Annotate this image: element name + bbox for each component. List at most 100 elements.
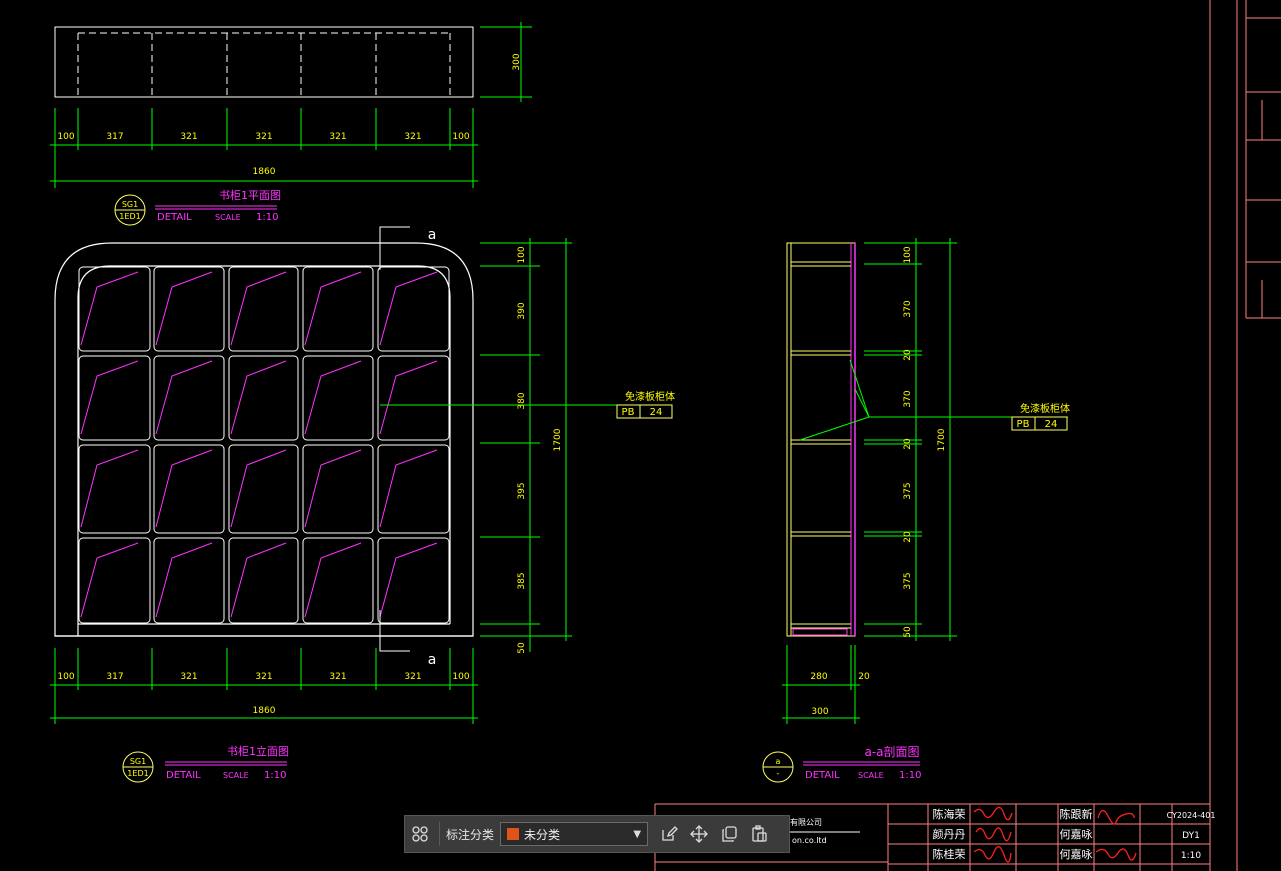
- shelf-compartment: [302, 444, 374, 534]
- elev-vdim-5: 385: [517, 572, 527, 589]
- tb-name2-1: 陈跟新: [1060, 807, 1093, 821]
- sect-tag-top: a: [776, 757, 781, 766]
- plan-title: 书柜1平面图: [219, 189, 281, 202]
- shelf-compartment: [377, 355, 450, 441]
- elev-dim-7: 100: [452, 672, 469, 682]
- sect-callout-num: 24: [1045, 419, 1058, 430]
- plan-detail: DETAIL: [157, 212, 192, 223]
- plan-scale: SCALE: [215, 213, 241, 222]
- shelf-compartment: [228, 444, 299, 534]
- elev-callout-code: PB: [622, 407, 635, 418]
- tb-name-3: 陈桂荣: [933, 847, 966, 861]
- elev-vdim-6: 50: [517, 642, 527, 654]
- title-block: 有限公司 on.co.ltd 陈海荣 颜丹丹 陈桂荣 陈跟新 何嘉咏 何嘉咏 C…: [654, 803, 1215, 871]
- move-button[interactable]: [684, 819, 714, 849]
- elev-dim-3: 321: [180, 672, 197, 682]
- sect-detail: DETAIL: [805, 770, 840, 781]
- elev-vdim-3: 380: [517, 392, 527, 409]
- plan-dim-1: 100: [57, 132, 74, 142]
- shelf-compartment: [302, 355, 374, 441]
- elev-dim-1: 100: [57, 672, 74, 682]
- tb-scale: 1:10: [1181, 851, 1201, 861]
- elev-tag-top: SG1: [130, 757, 146, 766]
- tb-name2-3: 何嘉咏: [1060, 847, 1093, 861]
- tb-name-2: 颜丹丹: [933, 828, 966, 841]
- sect-callout-code: PB: [1017, 419, 1030, 430]
- elev-title: 书柜1立面图: [227, 744, 289, 758]
- edit-button[interactable]: [654, 819, 684, 849]
- annotation-toolbar: 标注分类 未分类 ▼: [404, 815, 790, 853]
- move-icon: [690, 825, 708, 843]
- book-line: [155, 542, 213, 618]
- book-line: [80, 542, 139, 618]
- elev-dim-5: 321: [329, 672, 346, 682]
- elev-dim-6: 321: [404, 672, 421, 682]
- shelf-compartment: [302, 537, 374, 624]
- sect-vdim-7: 20: [903, 531, 913, 543]
- shelf-compartment: [78, 537, 151, 624]
- plan-scale-value: 1:10: [256, 212, 278, 223]
- category-dropdown[interactable]: 未分类 ▼: [500, 822, 649, 846]
- elev-vtotal: 1700: [553, 428, 563, 451]
- sect-tag-bottom: -: [777, 769, 780, 778]
- sect-hdim-1: 280: [810, 672, 827, 682]
- sect-vdim-4: 370: [903, 390, 913, 407]
- tb-name-1: 陈海荣: [933, 807, 966, 821]
- category-color-swatch: [507, 828, 520, 840]
- book-line: [80, 271, 139, 346]
- book-line: [230, 271, 287, 346]
- tb-drawing-no: DY1: [1182, 831, 1200, 841]
- category-label: 标注分类: [446, 827, 495, 842]
- book-line: [379, 449, 438, 528]
- book-line: [304, 360, 362, 435]
- plan-dim-2: 317: [106, 132, 123, 142]
- category-selected-value: 未分类: [524, 827, 561, 842]
- shelf-compartment: [377, 444, 450, 534]
- sect-vdim-2: 370: [903, 300, 913, 317]
- plan-dim-5: 321: [329, 132, 346, 142]
- section-mark-top: a: [428, 227, 437, 243]
- book-line: [155, 449, 213, 528]
- paste-button[interactable]: [744, 819, 774, 849]
- shelf-compartment: [377, 537, 450, 624]
- plan-dim-6: 321: [404, 132, 421, 142]
- sect-vdim-5: 20: [903, 438, 913, 450]
- chevron-down-icon: ▼: [633, 828, 642, 840]
- plan-depth-dim: 300: [512, 53, 522, 70]
- plan-dim-4: 321: [255, 132, 272, 142]
- elev-scale-value: 1:10: [264, 770, 286, 781]
- book-line: [230, 542, 287, 618]
- tb-company: 有限公司: [790, 817, 822, 827]
- elev-callout-num: 24: [650, 407, 663, 418]
- plan-tag-top: SG1: [122, 200, 138, 209]
- book-line: [379, 542, 438, 618]
- tb-name2-2: 何嘉咏: [1060, 827, 1093, 841]
- shelf-compartment: [153, 355, 225, 441]
- elev-callout-text: 免漆板柜体: [625, 390, 675, 403]
- shelf-compartment: [153, 266, 225, 352]
- sect-vdim-9: 50: [903, 626, 913, 638]
- book-line: [230, 449, 287, 528]
- copy-button[interactable]: [714, 819, 744, 849]
- elev-dim-2: 317: [106, 672, 123, 682]
- grid-view-button[interactable]: [405, 819, 435, 849]
- elev-vdim-2: 390: [517, 302, 527, 319]
- section-mark-bottom: a: [428, 652, 437, 668]
- plan-view: 300 100 317 321 321 321 321 100 1860 SG1…: [50, 22, 532, 226]
- elev-vdim-1: 100: [517, 246, 527, 263]
- shelf-compartment: [153, 444, 225, 534]
- plan-dim-3: 321: [180, 132, 197, 142]
- toolbar-separator: [439, 822, 440, 846]
- elev-tag-bottom: 1ED1: [127, 769, 148, 778]
- elev-vdim-4: 395: [517, 482, 527, 499]
- sect-vdim-8: 375: [903, 572, 913, 589]
- sect-htotal: 300: [811, 707, 828, 717]
- shelf-compartment: [228, 266, 299, 352]
- shelf-compartment: [153, 537, 225, 624]
- elev-dim-4: 321: [255, 672, 272, 682]
- grid-icon: [412, 826, 428, 842]
- sect-vdim-3: 20: [903, 349, 913, 361]
- plan-dim-7: 100: [452, 132, 469, 142]
- sect-title: a-a剖面图: [864, 745, 919, 759]
